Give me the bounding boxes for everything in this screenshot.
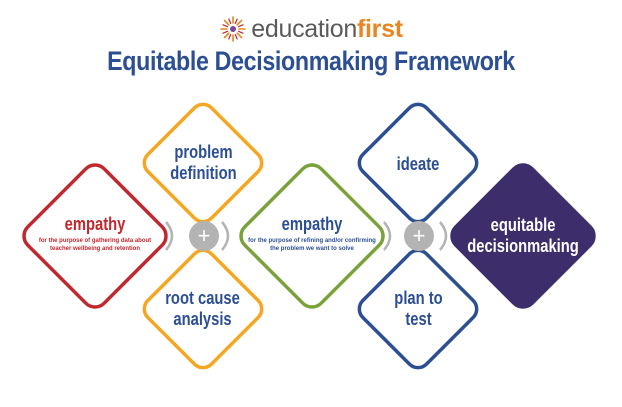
root-cause-analysis-diamond [142, 248, 264, 370]
empathy-node-1: empathy for the purpose of gathering dat… [20, 203, 170, 263]
plan-to-test-diamond [357, 248, 479, 370]
plus-circle-2 [404, 221, 434, 251]
equitable-decisionmaking-node: equitable decisionmaking [453, 211, 593, 261]
equitable-decisionmaking-label: equitable decisionmaking [467, 215, 579, 256]
problem-definition-label: problem definition [169, 142, 237, 183]
empathy-label-1: empathy [64, 213, 126, 234]
sunburst-logo-icon [220, 16, 247, 42]
empathy-node-2: empathy for the purpose of refining and/… [233, 203, 391, 263]
page-title: Equitable Decisionmaking Framework [107, 46, 515, 76]
empathy-diamond-1 [22, 163, 168, 309]
flow-arc [165, 221, 174, 251]
flow-arc [221, 221, 230, 251]
plan-to-test-node: plan to test [368, 284, 468, 334]
ideate-node: ideate [368, 150, 468, 178]
ideate-label: ideate [396, 153, 440, 174]
empathy-label-2: empathy [281, 213, 343, 234]
logo-text: educationfirst [251, 14, 403, 43]
problem-definition-diamond [142, 102, 264, 224]
flow-arc [383, 221, 392, 251]
plus-circle-1 [189, 221, 219, 251]
flow-arc [439, 221, 448, 251]
logo: educationfirst [0, 12, 622, 46]
root-cause-analysis-node: root cause analysis [153, 284, 253, 334]
problem-definition-node: problem definition [153, 138, 253, 188]
plus-icon: + [198, 223, 211, 248]
root-cause-analysis-label: root cause analysis [165, 288, 241, 329]
empathy-sub-1: for the purpose of gathering data about … [38, 237, 152, 252]
empathy-diamond-2 [239, 163, 385, 309]
equitable-decisionmaking-diamond [450, 163, 596, 309]
plan-to-test-label: plan to test [393, 288, 443, 329]
plus-icon: + [413, 223, 426, 248]
ideate-diamond [357, 102, 479, 224]
empathy-sub-2: for the purpose of refining and/or confi… [248, 237, 376, 252]
